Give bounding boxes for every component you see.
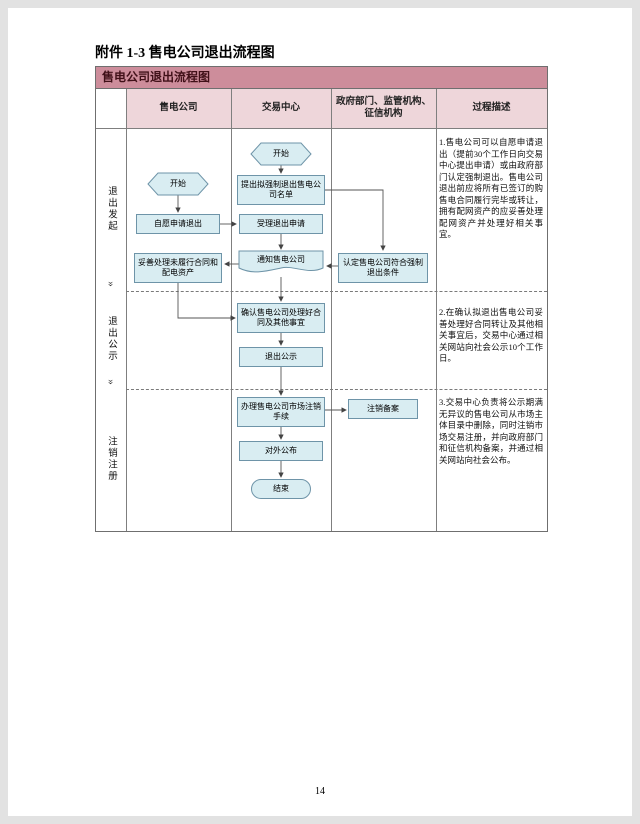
flowchart-table: 售电公司退出流程图 售电公司 交易中心 政府部门、监管机构、征信机构 过程描述 … — [95, 66, 548, 532]
flow-node-market-deregister: 办理售电公司市场注销手续 — [237, 397, 325, 427]
phase-divider-line — [126, 291, 547, 292]
phase-label-deregistration: 注销注册 — [96, 391, 126, 527]
flow-node-settle-contracts: 妥善处理未履行合同和配电资产 — [134, 253, 222, 283]
grid-line — [436, 89, 437, 531]
document-shape-notify — [238, 250, 324, 273]
flow-node-start-center: 开始 — [273, 149, 289, 159]
phase-label-exit-publicity: 退出公示 — [96, 293, 126, 385]
flow-node-propose-forced-list: 提出拟强制退出售电公司名单 — [237, 175, 325, 205]
phase-label-text: 退出发起 — [106, 186, 116, 232]
column-header-phase — [96, 89, 126, 128]
flow-node-end: 结束 — [251, 479, 311, 499]
grid-line — [231, 89, 232, 531]
column-header-trading-center: 交易中心 — [231, 89, 331, 128]
phase-label-text: 注销注册 — [106, 436, 116, 482]
grid-line — [96, 128, 547, 129]
attachment-title: 附件 1-3 售电公司退出流程图 — [95, 46, 275, 61]
flow-node-exit-publicity: 退出公示 — [239, 347, 323, 367]
flow-node-accept-application: 受理退出申请 — [239, 214, 323, 234]
column-header-seller: 售电公司 — [126, 89, 231, 128]
grid-line — [126, 89, 127, 531]
phase-divider-line — [126, 389, 547, 390]
column-header-description: 过程描述 — [436, 89, 547, 128]
page-number: 14 — [315, 786, 325, 797]
process-description-3: 3.交易中心负责将公示期满无异议的售电公司从市场主体目录中删除，同时注销市场交易… — [439, 397, 543, 465]
process-description-1: 1.售电公司可以自愿申请退出（提前30个工作日向交易中心提出申请）或由政府部门认… — [439, 137, 543, 239]
flow-node-public-announce: 对外公布 — [239, 441, 323, 461]
start-hexagon-seller — [147, 172, 209, 196]
flow-node-deregister-filing: 注销备案 — [348, 399, 418, 419]
flowchart-title-bar: 售电公司退出流程图 — [96, 67, 547, 89]
column-header-government: 政府部门、监管机构、征信机构 — [331, 89, 436, 128]
process-description-2: 2.在确认拟退出售电公司妥善处理好合同转让及其他相关事宜后，交易中心通过相关网站… — [439, 307, 543, 363]
flow-node-confirm-settled: 确认售电公司处理好合同及其他事宜 — [237, 303, 325, 333]
flow-node-start-seller: 开始 — [170, 179, 186, 189]
start-hexagon-center — [250, 142, 312, 166]
grid-line — [331, 89, 332, 531]
flow-node-voluntary-apply: 自愿申请退出 — [136, 214, 220, 234]
phase-label-exit-initiation: 退出发起 — [96, 129, 126, 289]
phase-label-text: 退出公示 — [106, 316, 116, 362]
flow-connectors-and-shapes — [147, 142, 386, 478]
document-page: 附件 1-3 售电公司退出流程图 售电公司退出流程图 售电公司 交易中心 政府部… — [8, 8, 632, 816]
flow-node-confirm-forced-exit: 认定售电公司符合强制退出条件 — [338, 253, 428, 283]
flow-node-notify-company: 通知售电公司 — [257, 255, 305, 265]
